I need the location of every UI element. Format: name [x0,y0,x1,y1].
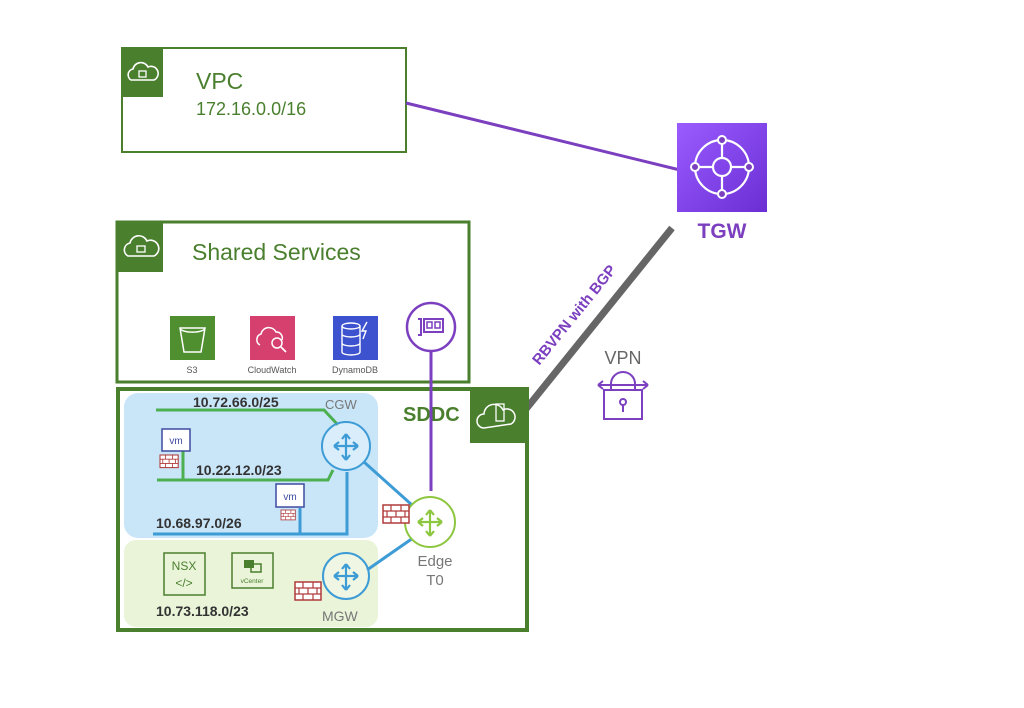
cloudwatch-label: CloudWatch [248,365,297,375]
svg-text:</>: </> [175,576,192,590]
mgw-router-icon [322,552,370,600]
tgw-label: TGW [698,220,747,243]
firewall-icon [159,454,179,469]
vm-icon: vm [275,483,305,508]
segment-label-1: 10.72.66.0/25 [193,394,279,410]
cgw-router-icon [321,421,371,471]
network-interface-icon [405,301,457,353]
edge-router-icon [404,496,456,548]
edge-t0-label: T0 [426,572,444,589]
mgw-segment-label: 10.73.118.0/23 [156,603,249,619]
vm-icon: vm [161,428,191,452]
s3-bucket-icon [170,316,215,360]
vpc-cidr: 172.16.0.0/16 [196,99,306,119]
segment-line-2 [157,469,335,482]
vpc-tgw-link [405,101,681,172]
vpc-box: VPC 172.16.0.0/16 [121,47,407,153]
vcenter-icon: vCenter [231,552,274,589]
mgw-region [124,540,378,627]
shared-services-box: Shared Services S3 CloudWatch DynamoDB [115,220,471,384]
svg-text:vm: vm [169,436,182,447]
vpn-lock-icon [597,371,649,420]
sddc-cloud-icon [470,390,527,443]
cloud-lock-icon [117,222,163,272]
vpc-title: VPC [196,68,243,94]
segment-line-3 [153,472,349,536]
cgw-edge-link [362,460,414,507]
dynamodb-icon [333,316,378,360]
segment-label-3: 10.68.97.0/26 [156,515,242,531]
segment-line-1 [156,408,340,427]
sddc-box: SDDC [116,387,529,632]
cgw-label: CGW [325,397,358,412]
svg-text:vCenter: vCenter [241,578,265,585]
cloudwatch-icon [250,316,295,360]
segment-label-2: 10.22.12.0/23 [196,462,282,478]
nsx-icon: NSX </> [163,552,206,596]
transit-gateway-icon [677,123,767,212]
svg-text:vm: vm [283,492,296,503]
svg-text:NSX: NSX [172,559,197,573]
cloud-lock-icon [122,48,163,97]
firewall-icon [382,504,410,524]
edge-label: Edge [417,553,452,570]
mgw-label: MGW [322,608,359,624]
shared-services-title: Shared Services [192,239,361,265]
vpn-label: VPN [604,348,641,368]
dynamodb-label: DynamoDB [332,365,378,375]
mgw-edge-link [366,536,414,572]
s3-label: S3 [186,365,197,375]
firewall-icon [294,581,322,601]
firewall-icon [280,509,296,521]
